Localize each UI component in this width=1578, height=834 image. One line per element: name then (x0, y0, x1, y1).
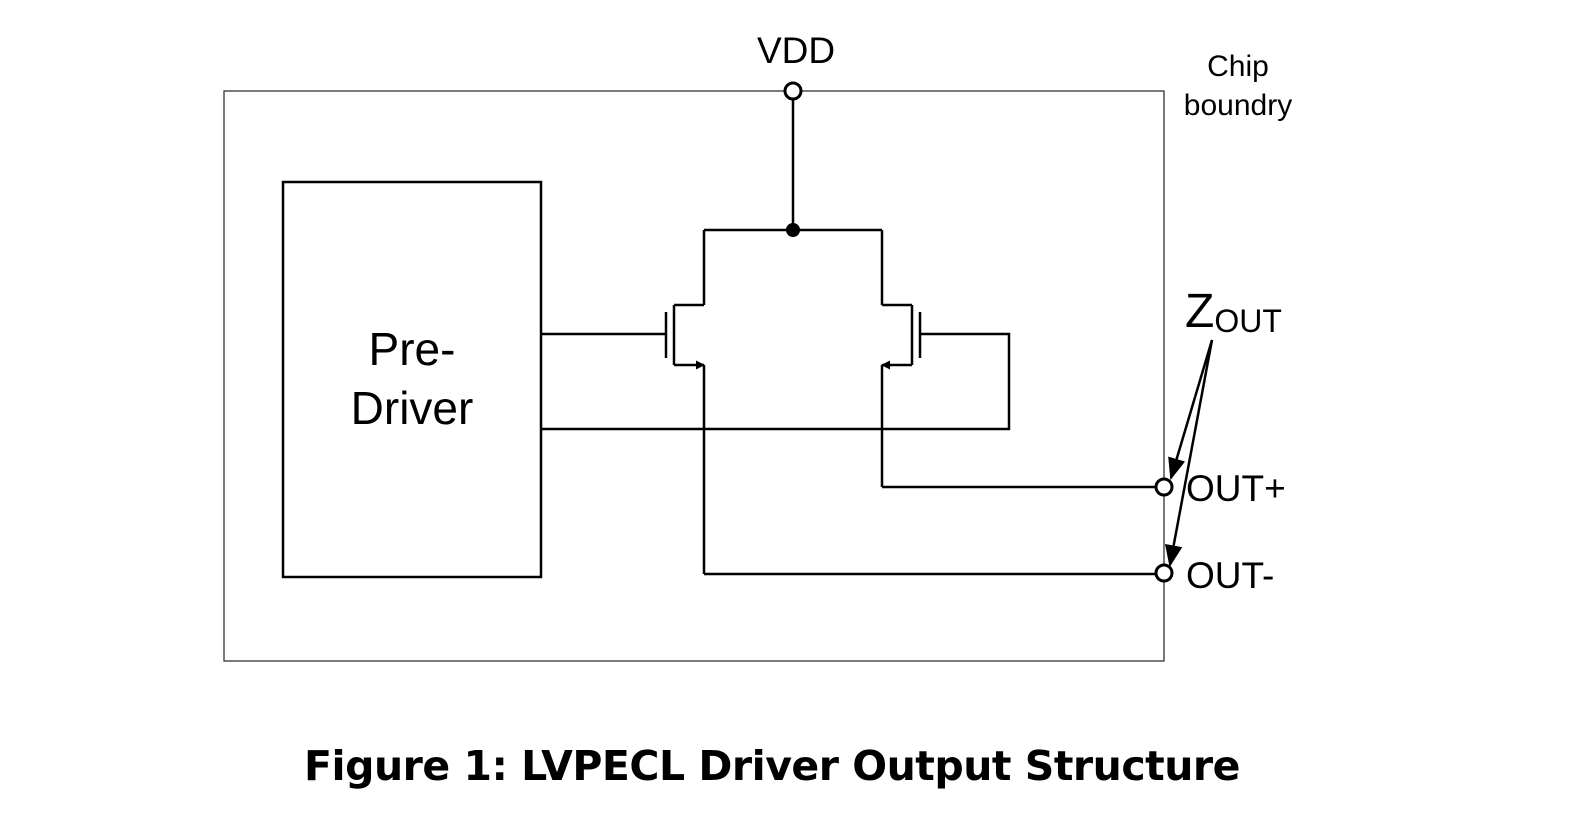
pre-driver-block (281, 180, 543, 579)
vdd-label: VDD (757, 30, 835, 71)
transistor-right (880, 230, 922, 487)
vdd-terminal (783, 81, 803, 101)
out-plus-label: OUT+ (1186, 468, 1286, 509)
zout-arrow-plus (1168, 339, 1214, 481)
zout-label: ZOUT (1185, 285, 1282, 339)
out-minus-terminal (1154, 563, 1174, 583)
pre-driver-label-line1: Pre- (369, 323, 456, 375)
chip-boundary (223, 90, 1165, 662)
gate-wire-right (541, 332, 1011, 431)
figure-caption: Figure 1: LVPECL Driver Output Structure (304, 742, 1240, 790)
out-plus-terminal (1154, 477, 1174, 497)
pre-driver-label-line2: Driver (351, 382, 474, 434)
transistor-left (664, 230, 706, 574)
junction-dot (786, 223, 800, 237)
out-minus-label: OUT- (1186, 555, 1274, 596)
chip-boundary-label-line1: Chip (1207, 50, 1269, 83)
zout-arrow-minus (1164, 339, 1214, 568)
chip-boundary-label-line2: boundry (1184, 89, 1292, 122)
